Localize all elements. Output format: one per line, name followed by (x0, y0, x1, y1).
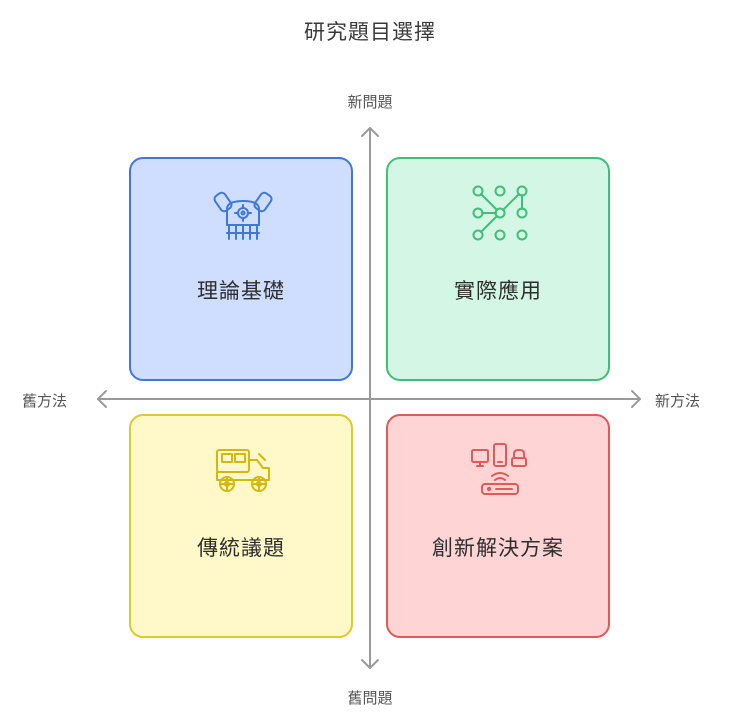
network-nodes-icon (472, 185, 528, 241)
engine-icon (213, 191, 273, 240)
arrow-up (361, 127, 379, 137)
connected-devices-icon (471, 443, 527, 495)
quadrant-application: 實際應用 (386, 157, 610, 381)
arrow-down (361, 659, 379, 669)
axis-label-left: 舊方法 (22, 392, 68, 410)
vintage-car-icon (216, 449, 270, 492)
diagram-title: 研究題目選擇 (304, 20, 436, 44)
axis-label-top: 新問題 (347, 93, 393, 111)
arrow-right (631, 390, 641, 408)
quadrant-theory: 理論基礎 (129, 157, 353, 381)
quadrant-label-theory: 理論基礎 (197, 279, 285, 303)
arrow-left (97, 390, 107, 408)
quadrant-traditional: 傳統議題 (129, 414, 353, 638)
quadrant-label-innovation: 創新解決方案 (432, 536, 564, 560)
quadrant-innovation: 創新解決方案 (386, 414, 610, 638)
quadrant-label-application: 實際應用 (454, 279, 542, 303)
quadrant-label-traditional: 傳統議題 (197, 536, 285, 560)
axis-label-right: 新方法 (655, 392, 701, 410)
axis-label-bottom: 舊問題 (347, 689, 393, 707)
